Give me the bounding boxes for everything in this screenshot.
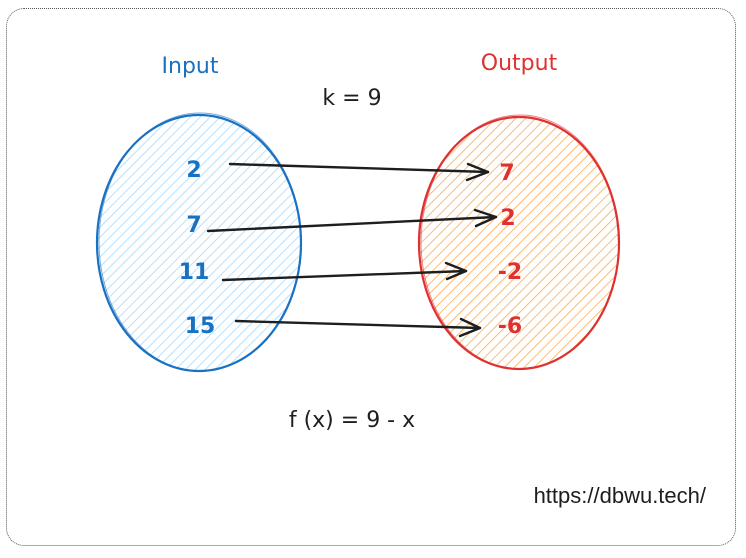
website-url: https://dbwu.tech/ <box>534 483 707 508</box>
output-value: -6 <box>498 314 522 339</box>
output-title: Output <box>481 51 558 76</box>
mapping-arrow <box>206 208 498 233</box>
mapping-arrow <box>228 162 490 182</box>
input-value: 15 <box>185 314 216 339</box>
function-label: f (x) = 9 - x <box>289 408 415 433</box>
input-value: 2 <box>186 158 201 183</box>
output-set <box>417 114 621 371</box>
mapping-arrow <box>234 317 482 338</box>
k-label: k = 9 <box>322 86 381 111</box>
mapping-arrow <box>221 261 468 282</box>
output-value: -2 <box>498 260 522 285</box>
input-value: 11 <box>179 260 210 285</box>
input-value: 7 <box>186 213 201 238</box>
input-title: Input <box>162 54 219 79</box>
input-set <box>95 112 303 373</box>
output-value: 2 <box>500 206 515 231</box>
output-value: 7 <box>499 161 514 186</box>
diagram-frame <box>6 8 736 546</box>
